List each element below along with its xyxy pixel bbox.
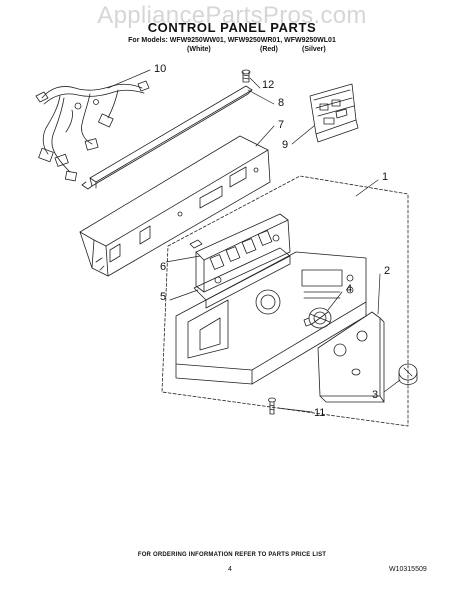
callout-2: 2 bbox=[384, 265, 391, 277]
leader-lines bbox=[107, 69, 401, 413]
front-console-panel bbox=[175, 251, 367, 385]
page-title: CONTROL PANEL PARTS bbox=[147, 20, 317, 35]
callout-8: 8 bbox=[278, 97, 285, 109]
models-line: For Models: WFW9250WW01, WFW9250WR01, WF… bbox=[128, 37, 336, 44]
site-watermark: AppliancePartsPros.com bbox=[97, 2, 367, 29]
console-assembly-outline bbox=[161, 175, 409, 427]
knob bbox=[398, 363, 418, 385]
callout-10: 10 bbox=[154, 63, 167, 75]
wire-harness bbox=[35, 80, 150, 182]
callout-3: 3 bbox=[372, 389, 379, 401]
callout-4: 4 bbox=[346, 283, 353, 295]
callout-1: 1 bbox=[382, 171, 389, 183]
callout-6: 6 bbox=[160, 261, 167, 273]
color-label-white: (White) bbox=[187, 46, 211, 53]
callout-9: 9 bbox=[282, 139, 289, 151]
document-number: W10315509 bbox=[389, 566, 427, 573]
color-label-silver: (Silver) bbox=[302, 46, 326, 53]
control-board-module bbox=[309, 83, 359, 143]
color-label-red: (Red) bbox=[260, 46, 278, 53]
button-housing bbox=[193, 247, 291, 309]
screw-11 bbox=[268, 397, 276, 415]
page-number: 4 bbox=[228, 566, 232, 573]
knob-encoder bbox=[303, 307, 332, 329]
callout-12: 12 bbox=[262, 79, 275, 91]
user-interface-board bbox=[189, 213, 291, 293]
ordering-note: FOR ORDERING INFORMATION REFER TO PARTS … bbox=[137, 552, 327, 558]
screw-12 bbox=[241, 69, 251, 83]
rail-bracket bbox=[81, 85, 253, 190]
control-panel-overlay bbox=[317, 311, 385, 403]
callout-7: 7 bbox=[278, 119, 285, 131]
callout-5: 5 bbox=[160, 291, 167, 303]
console-back-panel bbox=[79, 135, 271, 277]
callout-11: 11 bbox=[314, 407, 326, 419]
